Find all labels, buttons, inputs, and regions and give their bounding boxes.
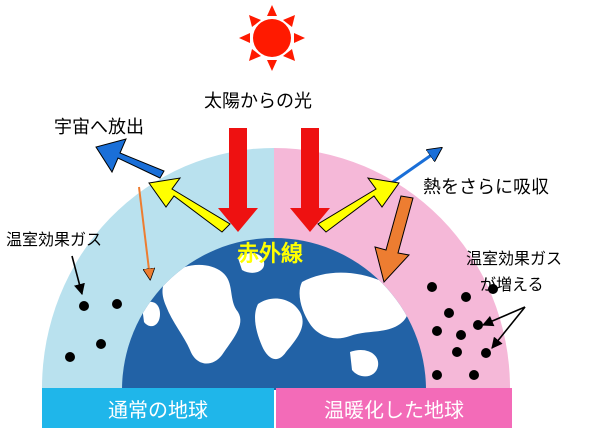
thin-escape-arrow [389,149,440,186]
ghg-right-label-line1: 温室効果ガス [466,249,563,268]
reabsorb-arrow [374,195,414,284]
escape-to-space-arrow [95,138,165,179]
infrared-arrow-right [317,177,400,233]
infrared-label: 赤外線 [237,242,304,267]
absorb-more-heat-label: 熱をさらに吸収 [423,177,549,198]
normal-earth-panel: 通常の地球 [42,388,274,428]
sunlight-label: 太陽からの光 [204,91,312,112]
earth-globe [122,238,426,390]
incoming-sunlight-arrow-right [290,128,330,232]
normal-earth-label: 通常の地球 [108,397,208,422]
ghg-left-label: 温室効果ガス [6,230,103,249]
ghg-left-pointer [71,255,85,296]
ghg-molecules-right [427,282,498,380]
release-to-space-label: 宇宙へ放出 [54,117,144,138]
warmed-earth-label: 温暖化した地球 [324,397,464,422]
warmed-earth-panel: 温暖化した地球 [276,388,512,428]
ghg-right-pointer-2 [491,306,526,349]
sun-icon [239,5,305,71]
thin-reflect-arrow [138,186,150,278]
ghg-right-label-line2: が増える [480,275,544,294]
infrared-arrow-left [148,177,231,233]
ghg-molecules-left [65,299,122,362]
incoming-sunlight-arrow-left [218,128,258,232]
ghg-right-pointer-1 [481,306,526,327]
